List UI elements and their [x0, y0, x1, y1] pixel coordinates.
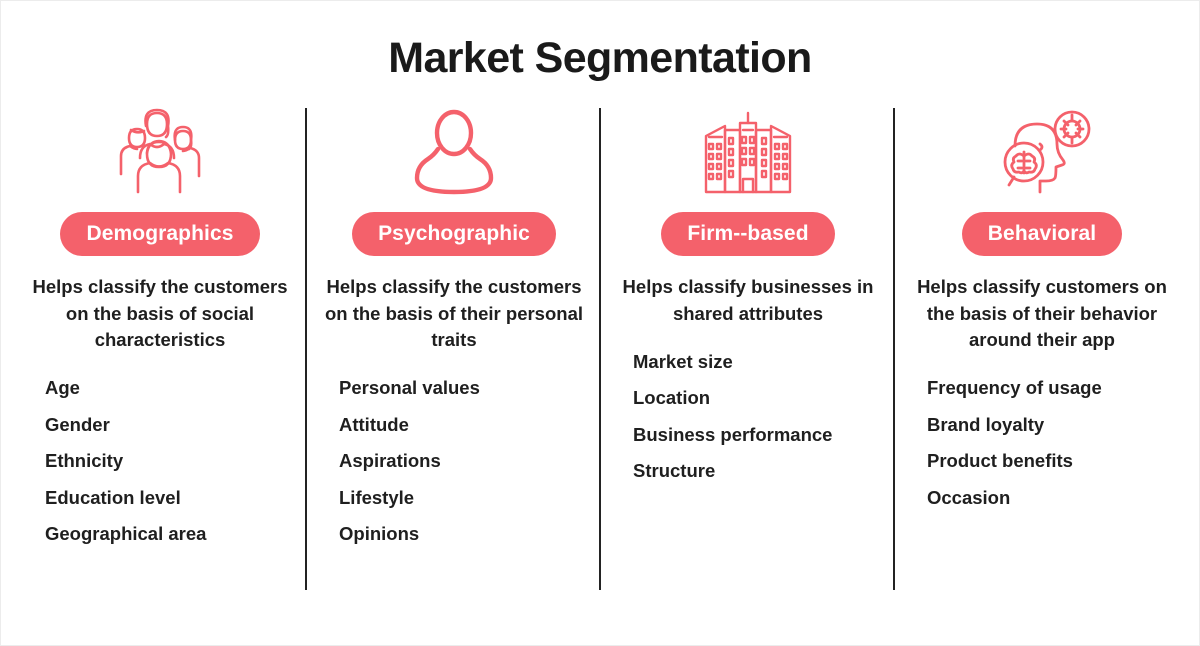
description-demographics: Helps classify the customers on the basi…	[32, 276, 288, 350]
badge-psychographic[interactable]: Psychographic	[352, 212, 556, 257]
page-title: Market Segmentation	[388, 34, 812, 82]
badge-firm-based[interactable]: Firm--based	[661, 212, 835, 257]
list-item: Frequency of usage	[927, 377, 1102, 399]
attribute-list-behavioral: Frequency of usage Brand loyalty Product…	[903, 373, 1181, 519]
list-item: Structure	[633, 460, 716, 482]
list-item: Brand loyalty	[927, 413, 1045, 435]
description-psychographic: Helps classify the customers on the basi…	[324, 276, 583, 350]
list-item: Personal values	[339, 377, 480, 399]
list-item: Age	[45, 377, 80, 399]
list-item: Occasion	[927, 486, 1011, 508]
single-person-icon	[408, 104, 500, 200]
attribute-list-psychographic: Personal values Attitude Aspirations Lif…	[315, 373, 593, 556]
segment-column-demographics: Demographics Helps classify the customer…	[13, 104, 307, 555]
list-item: Attitude	[339, 413, 409, 435]
description-firm-based: Helps classify businesses in shared attr…	[622, 276, 874, 324]
badge-behavioral[interactable]: Behavioral	[961, 212, 1123, 257]
description-behavioral: Helps classify customers on the basis of…	[917, 276, 1167, 350]
list-item: Geographical area	[45, 523, 207, 545]
head-brain-gear-icon	[991, 104, 1093, 200]
list-item: Product benefits	[927, 450, 1073, 472]
list-item: Aspirations	[339, 450, 441, 472]
attribute-list-demographics: Age Gender Ethnicity Education level Geo…	[21, 373, 299, 556]
list-item: Ethnicity	[45, 450, 124, 472]
segment-column-firm-based: Firm--based Helps classify businesses in…	[599, 104, 895, 591]
list-item: Location	[633, 387, 711, 409]
list-item: Business performance	[633, 423, 833, 445]
office-buildings-icon	[701, 104, 795, 200]
segmentation-columns: Demographics Helps classify the customer…	[1, 104, 1199, 591]
list-item: Opinions	[339, 523, 420, 545]
group-of-people-icon	[107, 104, 213, 200]
attribute-list-firm-based: Market size Location Business performanc…	[609, 347, 887, 493]
badge-demographics[interactable]: Demographics	[60, 212, 260, 257]
list-item: Education level	[45, 486, 181, 508]
list-item: Gender	[45, 413, 110, 435]
segment-column-psychographic: Psychographic Helps classify the custome…	[305, 104, 601, 591]
list-item: Market size	[633, 350, 733, 372]
list-item: Lifestyle	[339, 486, 415, 508]
segment-column-behavioral: Behavioral Helps classify customers on t…	[893, 104, 1189, 591]
